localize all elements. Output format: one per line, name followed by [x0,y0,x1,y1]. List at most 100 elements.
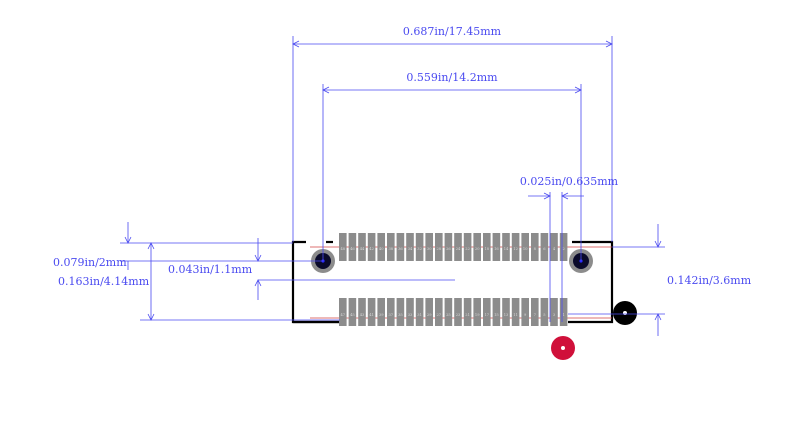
bottom-row-pad [559,298,568,326]
top-row-pad-number: 34 [408,247,413,251]
top-row-pad-number: 14 [504,247,509,251]
bottom-row-pad [435,298,443,326]
bottom-row-pad [511,298,520,326]
top-row-pad-number: 4 [553,247,556,251]
component-outline [291,240,614,324]
top-row-pad [454,233,462,261]
bottom-row-pad [406,298,414,326]
top-row-pad [502,233,510,261]
dim-hole-spacing-label: 0.559in/14.2mm [406,71,498,84]
top-row-pad-number: 42 [369,247,374,251]
top-row-pad-number: 36 [398,247,403,251]
bottom-row-pad-number: 13 [504,313,509,317]
top-row-pad [406,233,414,261]
top-row-pad [473,233,481,261]
bottom-row-pad [473,298,481,326]
top-row-pad [492,233,501,261]
bottom-row-pad [415,298,424,326]
bottom-row-pad [425,298,433,326]
bottom-row-pad [550,298,558,326]
top-row-pad-number: 12 [513,247,518,251]
bottom-row-pad-number: 27 [437,313,442,317]
bottom-row-pad-number: 33 [408,313,413,317]
bottom-row-pad [463,298,472,326]
top-row-pad [348,233,357,261]
bottom-row-pad-number: 11 [513,313,518,317]
top-row-pad [425,233,433,261]
bottom-row-pad [358,298,366,326]
bottom-row-pad [348,298,357,326]
top-row-pad [559,233,568,261]
bottom-row-pad-number: 39 [379,313,384,317]
top-row-pad [550,233,558,261]
dim-body-height-label: 0.142in/3.6mm [667,274,752,287]
top-row-pad-number: 8 [534,247,537,251]
bottom-row-pad [367,298,376,326]
top-row-pad [483,233,491,261]
bottom-row-pad [531,298,539,326]
top-row-pad [521,233,529,261]
top-row-pad [387,233,395,261]
top-row-pad-number: 20 [475,247,480,251]
top-row-pad-number: 40 [379,247,384,251]
bottom-row-pad-number: 17 [485,313,490,317]
top-row-pad [511,233,520,261]
top-row-pad-number: 22 [465,247,470,251]
dim-row-offset-label: 0.043in/1.1mm [168,263,253,276]
top-row-pad-number: 28 [437,247,442,251]
bottom-row-pad [502,298,510,326]
top-row-pad [358,233,366,261]
bottom-row-pad [377,298,385,326]
dim-pitch-label: 0.025in/0.635mm [520,175,619,188]
bottom-row-pad [540,298,549,326]
top-row-pad-number: 2 [562,247,564,251]
top-row-pad-number: 46 [350,247,355,251]
bottom-row-pad [444,298,453,326]
bottom-row-pad-number: 25 [446,313,451,317]
top-row-pad [339,233,347,261]
bottom-row-pad-number: 47 [341,313,346,317]
bottom-row-pad-number: 29 [427,313,432,317]
bottom-row-pad-number: 5 [543,313,546,317]
top-row-pad-number: 32 [417,247,422,251]
bottom-row-pad [454,298,462,326]
dimension-lines [120,36,665,336]
top-row-pad-number: 6 [543,247,546,251]
bottom-row-pad-number: 41 [369,313,374,317]
bottom-row-pad-number: 37 [389,313,394,317]
top-row-pad [435,233,443,261]
top-row-pad-number: 24 [456,247,461,251]
top-row-pad-number: 10 [523,247,528,251]
top-row-pad [377,233,385,261]
bottom-row-pad [339,298,347,326]
dim-hole-offset-label: 0.079in/2mm [53,256,127,269]
top-row-pad [367,233,376,261]
bottom-row-pad-number: 45 [350,313,355,317]
bottom-row-pad-number: 43 [360,313,365,317]
top-row-pad [415,233,424,261]
outline-top-right [568,240,614,324]
bottom-row-pad-number: 31 [417,313,422,317]
bottom-row-pad-number: 1 [562,313,564,317]
bottom-row-pad-number: 7 [534,313,537,317]
bottom-row-pad-number: 3 [553,313,556,317]
dimension-labels: 0.687in/17.45mm 0.559in/14.2mm 0.025in/0… [53,25,752,288]
top-row-pad [540,233,549,261]
bottom-row-pad-number: 35 [398,313,403,317]
top-row-pad-number: 26 [446,247,451,251]
bottom-row-pad-number: 15 [494,313,499,317]
top-row-pad [396,233,405,261]
top-row-pad-number: 30 [427,247,432,251]
top-row-pad [444,233,453,261]
top-row-pad-number: 18 [485,247,490,251]
dim-overall-height-label: 0.163in/4.14mm [58,275,150,288]
bottom-row-pad-number: 9 [524,313,527,317]
bottom-row-pad-number: 21 [465,313,470,317]
top-row-pad [531,233,539,261]
top-row-pad-number: 48 [341,247,346,251]
top-row-pad-number: 16 [494,247,499,251]
bottom-row-pad [483,298,491,326]
